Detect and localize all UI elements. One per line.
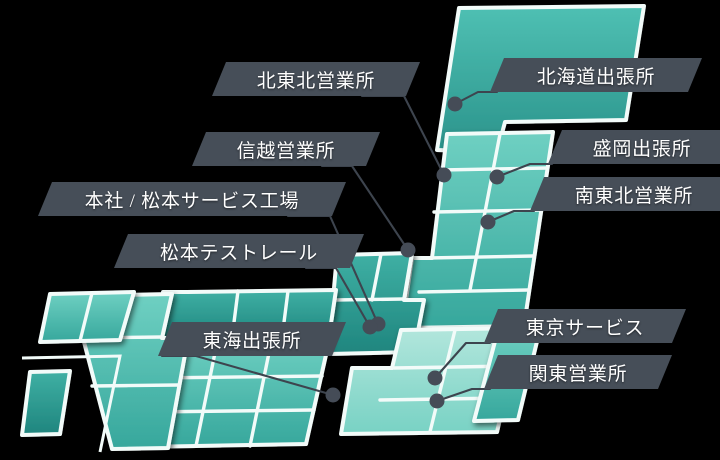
marker-kanto[interactable] [429,393,445,409]
connector-tokai [160,354,335,397]
okinawa-frame [21,354,122,453]
connector-kita-tohoku [360,94,446,177]
label-chip-kita-tohoku[interactable]: 北東北営業所 [212,62,420,96]
region-shikoku[interactable] [38,290,136,344]
connector-shinetsu [320,164,410,252]
label-chip-honsha-matsumoto[interactable]: 本社 / 松本サービス工場 [38,182,346,216]
marker-morioka[interactable] [489,169,505,185]
marker-matsumoto-rail[interactable] [362,319,378,335]
label-chip-tokai[interactable]: 東海出張所 [158,322,346,356]
connector-hokkaido [453,90,499,106]
label-chip-matsumoto-rail[interactable]: 松本テストレール [114,234,364,268]
connector-honsha-matsumoto [286,214,380,326]
marker-tokai[interactable] [325,387,341,403]
label-chip-kanto[interactable]: 関東営業所 [484,355,672,389]
label-chip-morioka[interactable]: 盛岡出張所 [548,130,720,164]
connector-lines [160,90,554,403]
label-chip-minami-tohoku[interactable]: 南東北営業所 [530,177,720,211]
location-markers [325,96,505,409]
label-chip-tokyo-service[interactable]: 東京サービス [484,309,686,343]
marker-kita-tohoku[interactable] [436,167,452,183]
label-chip-hokkaido[interactable]: 北海道出張所 [490,58,702,92]
region-okinawa[interactable] [20,369,72,437]
connector-minami-tohoku [486,209,536,224]
label-chip-shinetsu[interactable]: 信越営業所 [192,132,380,166]
marker-hokkaido[interactable] [447,96,463,112]
marker-tokyo-service[interactable] [427,370,443,386]
marker-minami-tohoku[interactable] [480,214,496,230]
connector-morioka [495,162,554,179]
connector-tokyo-service [433,341,492,380]
connector-kanto [435,387,492,403]
marker-shinetsu[interactable] [400,242,416,258]
connector-matsumoto-rail [304,266,372,329]
